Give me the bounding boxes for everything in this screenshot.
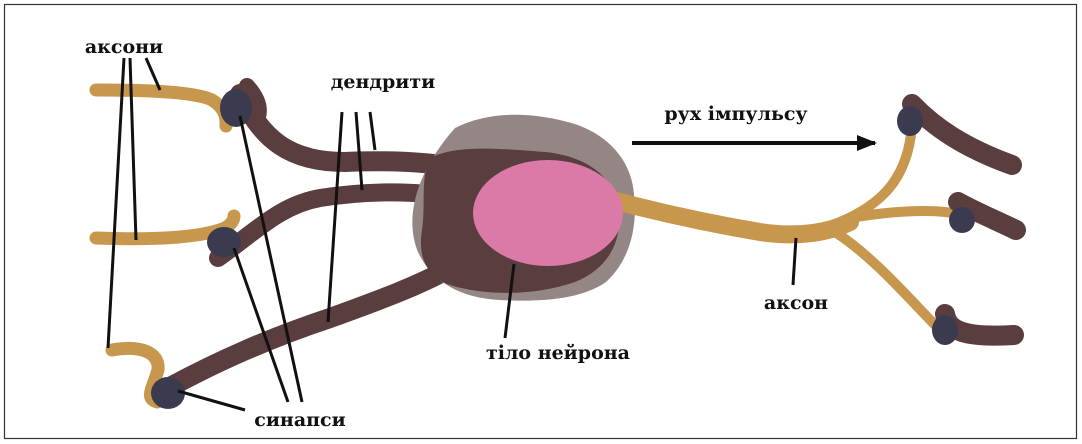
label-dendrites: дендрити (331, 71, 436, 93)
input-axon-top (96, 90, 226, 126)
synapse-output-top (897, 106, 923, 136)
axon-trunk (612, 200, 850, 234)
nucleus (473, 160, 623, 266)
dendrite-middle (218, 192, 440, 258)
leader-dendrites-2 (356, 112, 362, 190)
synapse-input-top (220, 89, 252, 127)
target-dendrite-top (912, 104, 1012, 165)
leader-synapses-2 (234, 248, 288, 402)
synapse-output-bottom (932, 315, 958, 345)
synapse-output-middle (949, 207, 975, 233)
label-axons: аксони (85, 36, 163, 58)
dendrite-bottom (168, 268, 450, 388)
axon-branch-middle (850, 211, 958, 218)
label-synapses: синапси (254, 409, 345, 431)
leader-axons-1 (108, 58, 124, 348)
leader-dendrites-3 (370, 112, 375, 150)
axon-branch-down (835, 232, 940, 330)
leader-synapses-1 (178, 391, 245, 410)
label-impulse: рух імпульсу (664, 103, 807, 125)
label-axon: аксон (764, 292, 828, 314)
label-cell-body: тіло нейрона (486, 342, 630, 364)
leader-dendrites-1 (328, 112, 342, 322)
leader-axon (793, 238, 796, 285)
dendrite-top (240, 94, 458, 168)
